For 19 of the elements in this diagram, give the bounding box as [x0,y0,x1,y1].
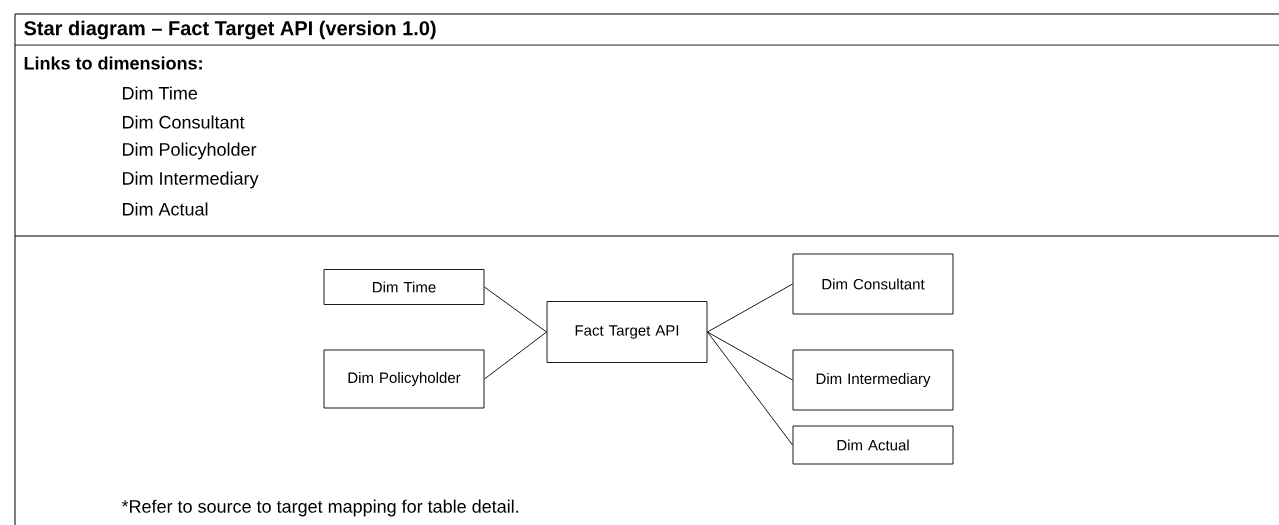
dimension-box: Dim Consultant [792,253,954,315]
list-item: Dim Policyholder [123,142,257,160]
list-item: Dim Time [123,86,198,100]
dimension-box: Dim Policyholder [323,349,485,409]
dimension-box: Fact Target API [546,301,708,363]
dimension-box: Dim Time [323,269,485,305]
list-item: Dim Actual [123,202,208,216]
footnote: *Refer to source to target mapping for table detail. [121,499,519,517]
connector-line [707,331,793,381]
dimension-box: Dim Actual [792,425,954,465]
connector-line [707,331,793,446]
connector-line [484,331,547,380]
title: Star diagram – Fact Target API (version 1.0) [24,20,436,40]
connector-line [484,286,547,333]
connector-line [707,283,793,333]
section-heading: Links to dimensions: [24,56,202,70]
list-item: Dim Intermediary [123,171,259,189]
list-item: Dim Consultant [123,115,245,129]
dimension-box: Dim Intermediary [792,349,954,411]
